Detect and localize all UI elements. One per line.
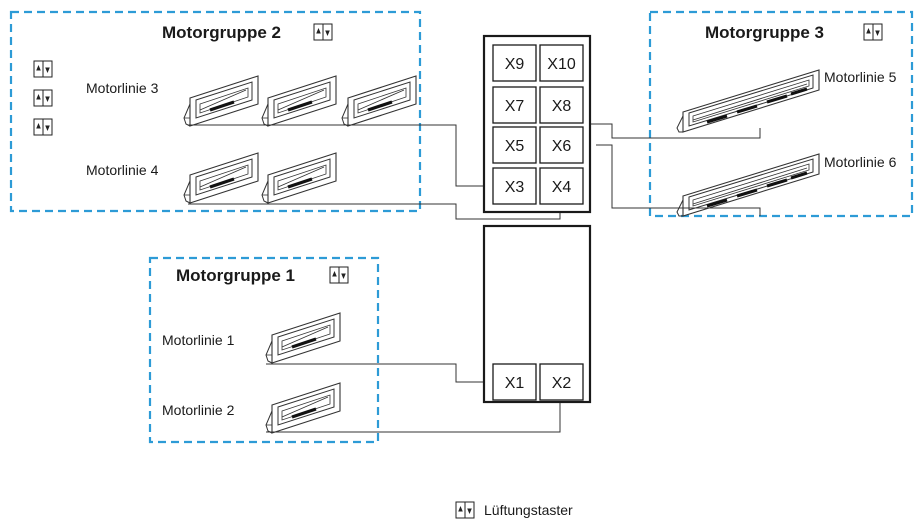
window-actuator-icon <box>260 74 338 128</box>
window-actuator-long-icon <box>675 152 821 218</box>
svg-text:X9: X9 <box>505 56 525 73</box>
ventilation-switch-icon[interactable] <box>33 118 53 136</box>
window-actuator-long-icon <box>675 68 821 134</box>
motorlinie-2-label: Motorlinie 2 <box>162 402 235 418</box>
terminal-x2: X2 <box>539 363 584 401</box>
ventilation-switch-icon[interactable] <box>33 60 53 78</box>
window-actuator-icon <box>182 151 260 205</box>
motorgruppe-1-title: Motorgruppe 1 <box>176 266 295 285</box>
ventilation-switch-icon[interactable] <box>329 266 349 284</box>
svg-text:X5: X5 <box>505 138 525 155</box>
wire-motorlinie-3 <box>188 124 488 187</box>
terminal-x4: X4 <box>539 167 584 205</box>
motorgruppe-1-area <box>148 256 380 444</box>
wire-motorlinie-2 <box>266 398 561 433</box>
terminal-x3: X3 <box>492 167 537 205</box>
window-actuator-icon <box>182 74 260 128</box>
svg-text:X8: X8 <box>552 98 572 115</box>
wire-motorlinie-1 <box>266 363 488 383</box>
terminal-x6: X6 <box>539 126 584 164</box>
motorgruppe-2-area <box>9 10 422 213</box>
window-actuator-icon <box>264 381 342 435</box>
window-actuator-icon <box>260 151 338 205</box>
motorgruppe-3-area <box>648 10 914 218</box>
motorlinie-1-label: Motorlinie 1 <box>162 332 235 348</box>
terminal-x1: X1 <box>492 363 537 401</box>
svg-text:X4: X4 <box>552 179 572 196</box>
motorlinie-6-label: Motorlinie 6 <box>824 154 897 170</box>
svg-text:X3: X3 <box>505 179 525 196</box>
svg-text:X2: X2 <box>552 375 572 392</box>
ventilation-switch-icon[interactable] <box>313 23 333 41</box>
window-actuator-icon <box>340 74 418 128</box>
ventilation-switch-icon[interactable] <box>33 89 53 107</box>
ventilation-switch-icon[interactable] <box>863 23 883 41</box>
terminal-x10: X10 <box>539 44 584 82</box>
svg-text:X6: X6 <box>552 138 572 155</box>
ventilation-switch-icon <box>455 501 475 519</box>
svg-text:X1: X1 <box>505 375 525 392</box>
wire-motorlinie-4 <box>188 202 561 220</box>
svg-text:X10: X10 <box>547 56 576 73</box>
motorlinie-5-label: Motorlinie 5 <box>824 69 897 85</box>
terminal-x5: X5 <box>492 126 537 164</box>
window-actuator-icon <box>264 311 342 365</box>
terminal-x8: X8 <box>539 86 584 124</box>
wire-motorlinie-6 <box>596 144 761 216</box>
motorlinie-4-label: Motorlinie 4 <box>86 162 159 178</box>
motorgruppe-2-title: Motorgruppe 2 <box>162 23 281 42</box>
legend-label: Lüftungstaster <box>484 502 573 518</box>
motorlinie-3-label: Motorlinie 3 <box>86 80 159 96</box>
terminal-x9: X9 <box>492 44 537 82</box>
motorgruppe-3-title: Motorgruppe 3 <box>705 23 824 42</box>
terminal-x7: X7 <box>492 86 537 124</box>
svg-text:X7: X7 <box>505 98 525 115</box>
